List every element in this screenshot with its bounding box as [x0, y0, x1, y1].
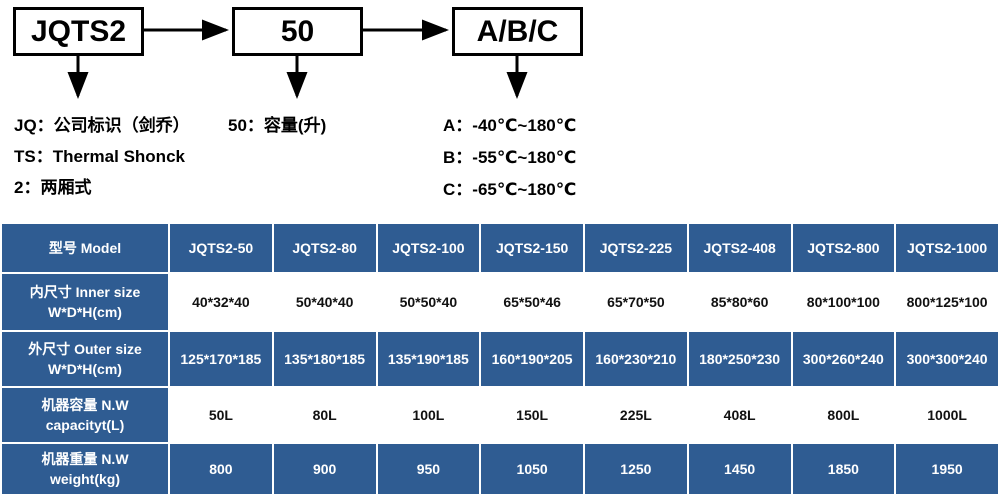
cell-weight-2: 950 [377, 444, 480, 494]
legend-item-c: C：-65℃~180℃ [443, 180, 577, 199]
table-row-outer-size: 外尺寸 Outer size W*D*H(cm) 125*170*185 135… [2, 332, 998, 386]
cell-capacity-1: 80L [273, 388, 376, 442]
column-header-jqts2-80: JQTS2-80 [273, 224, 376, 272]
diagram-box-temperature: A/B/C [452, 7, 583, 56]
row-label-weight: 机器重量 N.W weight(kg) [2, 444, 168, 494]
legend-temperature-range: A：-40℃~180℃ B：-55℃~180℃ C：-65℃~180℃ [443, 117, 576, 213]
table-row-weight: 机器重量 N.W weight(kg) 800 900 950 1050 125… [2, 444, 998, 494]
naming-rule-diagram: JQTS2 50 A/B/C JQ：公司标识（剑乔） TS：Thermal Sh… [0, 0, 1000, 222]
cell-inner-size-4: 65*70*50 [585, 274, 687, 330]
cell-inner-size-5: 85*80*60 [688, 274, 791, 330]
column-header-jqts2-50: JQTS2-50 [170, 224, 272, 272]
row-label-weight-line2: weight(kg) [50, 471, 120, 487]
cell-inner-size-2: 50*50*40 [377, 274, 480, 330]
cell-weight-1: 900 [273, 444, 376, 494]
cell-inner-size-6: 80*100*100 [792, 274, 895, 330]
column-header-jqts2-150: JQTS2-150 [481, 224, 583, 272]
row-label-inner-size-line2: W*D*H(cm) [48, 304, 122, 320]
table-header-row: 型号 Model JQTS2-50 JQTS2-80 JQTS2-100 JQT… [2, 224, 998, 272]
cell-capacity-3: 150L [481, 388, 583, 442]
cell-weight-5: 1450 [688, 444, 791, 494]
row-label-inner-size: 内尺寸 Inner size W*D*H(cm) [2, 274, 168, 330]
cell-inner-size-1: 50*40*40 [273, 274, 376, 330]
cell-capacity-5: 408L [688, 388, 791, 442]
cell-inner-size-3: 65*50*46 [481, 274, 583, 330]
row-label-outer-size-line1: 外尺寸 Outer size [28, 340, 142, 357]
column-header-jqts2-1000: JQTS2-1000 [896, 224, 998, 272]
legend-item-2: 2：两厢式 [14, 178, 92, 197]
row-label-capacity: 机器容量 N.W capacityt(L) [2, 388, 168, 442]
legend-item-50: 50：容量(升) [228, 116, 327, 135]
legend-capacity: 50：容量(升) [228, 117, 326, 148]
cell-capacity-7: 1000L [896, 388, 998, 442]
row-label-outer-size: 外尺寸 Outer size W*D*H(cm) [2, 332, 168, 386]
column-header-model: 型号 Model [2, 224, 168, 272]
diagram-box-model: JQTS2 [13, 7, 144, 56]
cell-weight-3: 1050 [481, 444, 583, 494]
column-header-jqts2-408: JQTS2-408 [688, 224, 791, 272]
legend-item-b: B：-55℃~180℃ [443, 148, 577, 167]
diagram-box-capacity: 50 [232, 7, 363, 56]
row-label-weight-line1: 机器重量 N.W [41, 450, 129, 467]
table-row-inner-size: 内尺寸 Inner size W*D*H(cm) 40*32*40 50*40*… [2, 274, 998, 330]
cell-weight-4: 1250 [585, 444, 687, 494]
legend-item-ts: TS：Thermal Shonck [14, 147, 185, 166]
table-row-capacity: 机器容量 N.W capacityt(L) 50L 80L 100L 150L … [2, 388, 998, 442]
cell-capacity-2: 100L [377, 388, 480, 442]
cell-capacity-0: 50L [170, 388, 272, 442]
cell-weight-7: 1950 [896, 444, 998, 494]
column-header-jqts2-800: JQTS2-800 [792, 224, 895, 272]
column-header-jqts2-225: JQTS2-225 [585, 224, 687, 272]
cell-outer-size-4: 160*230*210 [585, 332, 687, 386]
column-header-jqts2-100: JQTS2-100 [377, 224, 480, 272]
cell-capacity-6: 800L [792, 388, 895, 442]
cell-inner-size-7: 800*125*100 [896, 274, 998, 330]
cell-weight-0: 800 [170, 444, 272, 494]
cell-weight-6: 1850 [792, 444, 895, 494]
cell-outer-size-1: 135*180*185 [273, 332, 376, 386]
row-label-inner-size-line1: 内尺寸 Inner size [29, 283, 141, 300]
row-label-capacity-line2: capacityt(L) [45, 417, 125, 433]
cell-outer-size-2: 135*190*185 [377, 332, 480, 386]
row-label-outer-size-line2: W*D*H(cm) [48, 361, 122, 377]
cell-inner-size-0: 40*32*40 [170, 274, 272, 330]
cell-outer-size-7: 300*300*240 [896, 332, 998, 386]
legend-item-a: A：-40℃~180℃ [443, 116, 577, 135]
specification-table: 型号 Model JQTS2-50 JQTS2-80 JQTS2-100 JQT… [0, 222, 1000, 496]
cell-outer-size-6: 300*260*240 [792, 332, 895, 386]
legend-model-code: JQ：公司标识（剑乔） TS：Thermal Shonck 2：两厢式 [14, 117, 190, 210]
legend-item-jq: JQ：公司标识（剑乔） [14, 116, 190, 135]
row-label-capacity-line1: 机器容量 N.W [41, 396, 129, 413]
cell-outer-size-0: 125*170*185 [170, 332, 272, 386]
cell-outer-size-3: 160*190*205 [481, 332, 583, 386]
cell-capacity-4: 225L [585, 388, 687, 442]
cell-outer-size-5: 180*250*230 [688, 332, 791, 386]
